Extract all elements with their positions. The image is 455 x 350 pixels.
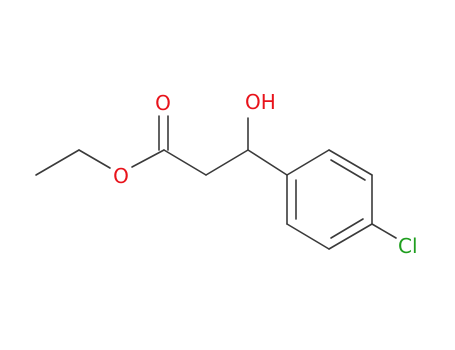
ring-bond-5 — [286, 223, 330, 250]
chlorine-label: Cl — [398, 234, 418, 258]
bond-ch2-ester-oxygen — [78, 149, 111, 169]
bond-carbonyl-ch2 — [163, 149, 207, 176]
bond-ring-chlorine — [371, 223, 397, 239]
ring-inner-bond-2 — [330, 218, 364, 239]
ring-inner-bond-1 — [330, 159, 366, 181]
ring-bond-2 — [328, 149, 373, 176]
hydroxyl-label: OH — [245, 90, 276, 114]
bond-ester-oxygen-carbonyl-carbon — [131, 149, 165, 168]
bond-lines — [35, 115, 397, 250]
bond-ch3-ch2 — [35, 149, 80, 176]
atom-labels: O O OH Cl — [113, 90, 417, 258]
bond-ch2-choh — [205, 149, 249, 176]
ring-bond-1 — [286, 149, 330, 176]
ester-oxygen-label: O — [113, 164, 129, 188]
carbonyl-oxygen-label: O — [155, 91, 171, 115]
ring-bond-4 — [328, 223, 373, 250]
bond-choh-ring — [247, 149, 288, 176]
